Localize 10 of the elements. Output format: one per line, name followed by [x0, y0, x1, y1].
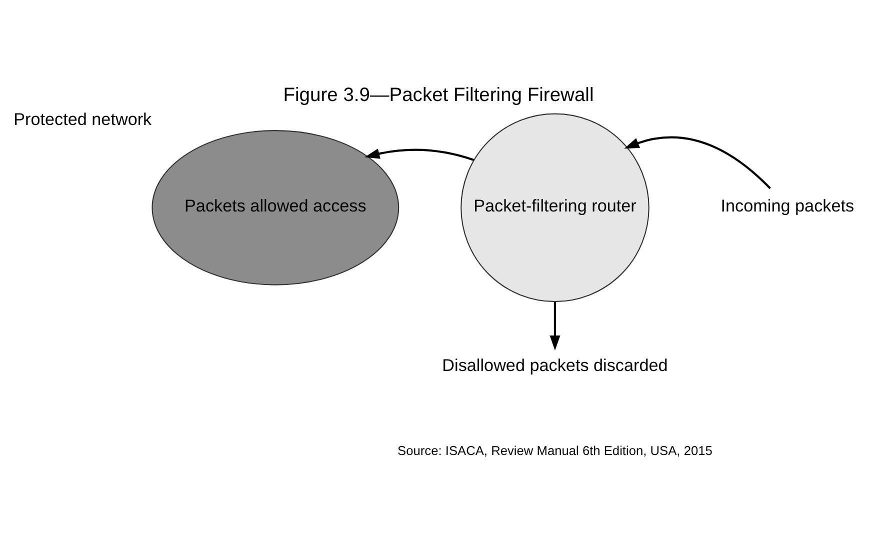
caption: Source: ISACA, Review Manual 6th Edition, USA, 2015	[398, 442, 712, 458]
node-text: Disallowed packets discarded	[442, 354, 668, 375]
node-ellipse: Packets allowed access	[152, 130, 400, 286]
arrow	[624, 136, 771, 190]
node-text: Incoming packets	[720, 196, 854, 216]
arrow	[364, 148, 474, 162]
arrow	[550, 302, 560, 351]
diagram-title: Figure 3.9—Packet Filtering Firewall	[283, 84, 594, 106]
node-circle: Packet-filtering router	[460, 113, 650, 302]
node-label: Protected network	[14, 108, 152, 129]
